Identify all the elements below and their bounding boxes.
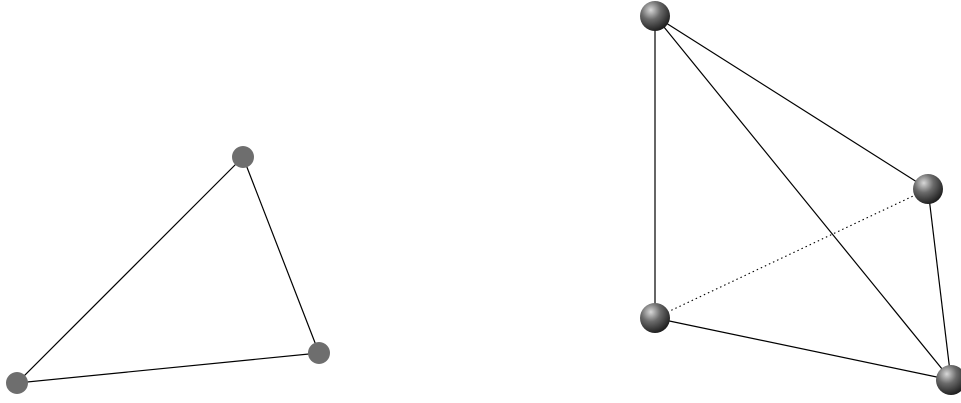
triangle-edge-right-to-bottom	[16, 352, 320, 384]
tetrahedron-vertex-bottom	[936, 365, 961, 395]
tetrahedron-edge-top-to-bottom	[654, 15, 952, 381]
tetrahedron-edge-right-to-bottom	[927, 188, 952, 381]
tetrahedron-edge-left-to-bottom	[654, 317, 952, 381]
tetrahedron-edge-top-to-right	[654, 15, 929, 190]
triangle-vertex-top	[232, 146, 254, 168]
tetrahedron-vertex-right	[913, 174, 943, 204]
triangle-diagram	[6, 146, 330, 394]
tetrahedron-hidden-edge	[654, 188, 929, 319]
triangle-edge-bottom-to-top	[16, 156, 244, 384]
triangle-vertex-right	[308, 342, 330, 364]
tetrahedron-diagram	[640, 1, 961, 395]
tetrahedron-vertex-top	[640, 1, 670, 31]
tetrahedron-vertex-left	[640, 303, 670, 333]
triangle-vertex-bottom-left	[6, 372, 28, 394]
triangle-edge-top-to-right	[242, 156, 320, 354]
